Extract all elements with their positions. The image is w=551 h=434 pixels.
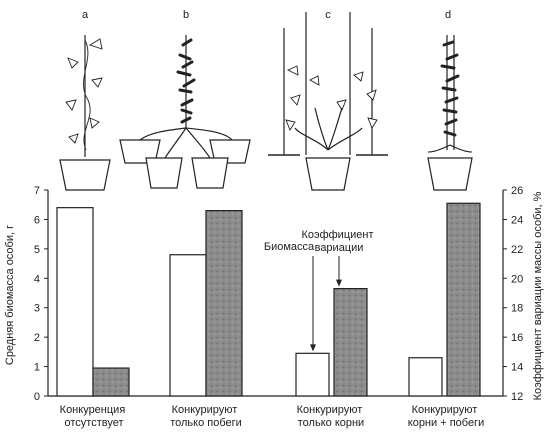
annotation-cv-line1: Коэффициент: [301, 229, 373, 241]
category-label-1: Конкуренция отсутствует: [60, 404, 129, 429]
y-axis-title-right: Коэффициент вариации массы особи, %: [532, 191, 544, 400]
category-label-2-line2: только побеги: [170, 417, 242, 429]
y-tick-label-left: 2: [34, 332, 40, 344]
annotation-arrow-biomass-head: [310, 344, 316, 352]
annotation-arrow-cv-head: [336, 279, 342, 287]
category-label-3-line1: Конкурируют: [297, 404, 363, 416]
bar-biomass: [408, 357, 443, 397]
annotation-cv-line2: вариации: [315, 242, 364, 254]
category-label-3-line2: только корни: [298, 417, 364, 429]
plant-illustration-a: [59, 35, 111, 191]
category-label-4-line2: корни + побеги: [408, 417, 484, 429]
y-tick-label-right: 14: [511, 362, 523, 374]
bar-coefficient-variation: [92, 367, 130, 397]
panel-letter-a: a: [82, 9, 89, 21]
bar-coefficient-variation: [333, 287, 368, 397]
annotations: Биомасса Коэффициент вариации: [264, 229, 376, 352]
y-tick-label-right: 26: [511, 185, 523, 197]
y-tick-label-left: 6: [34, 214, 40, 226]
y-tick-label-left: 0: [34, 391, 40, 403]
y-tick-label-right: 12: [511, 391, 523, 403]
plant-illustration-b: [119, 35, 251, 189]
y-tick-label-left: 7: [34, 185, 40, 197]
y-tick-label-right: 20: [511, 273, 523, 285]
panel-letter-b: b: [183, 9, 189, 21]
panel-letter-d: d: [445, 9, 451, 21]
bar-biomass: [295, 352, 330, 397]
y-tick-label-right: 24: [511, 214, 523, 226]
category-label-4-line1: Конкурируют: [412, 404, 478, 416]
category-label-1-line1: Конкуренция: [60, 404, 126, 416]
chart-bars: [56, 202, 481, 397]
bar-biomass: [169, 254, 207, 397]
annotation-arrows: [310, 256, 342, 352]
bar-biomass: [56, 207, 94, 397]
plant-illustration-c: [268, 12, 388, 191]
bar-coefficient-variation: [446, 202, 481, 397]
category-label-1-line2: отсутствует: [64, 417, 123, 429]
illustration-row: a b c: [59, 9, 473, 191]
y-axis-title-left: Средняя биомасса особи, г: [4, 225, 16, 365]
category-label-2-line1: Конкурируют: [172, 404, 238, 416]
plant-illustration-d: [427, 35, 473, 191]
y-tick-label-right: 18: [511, 303, 523, 315]
category-label-3: Конкурируют только корни: [297, 404, 366, 429]
y-tick-label-left: 5: [34, 244, 40, 256]
category-label-4: Конкурируют корни + побеги: [408, 404, 484, 429]
y-tick-label-right: 22: [511, 244, 523, 256]
panel-letter-c: c: [325, 9, 331, 21]
annotation-cv: Коэффициент вариации: [301, 229, 376, 254]
y-tick-label-right: 16: [511, 332, 523, 344]
category-labels: Конкуренция отсутствует Конкурируют толь…: [60, 404, 485, 429]
category-label-2: Конкурируют только побеги: [170, 404, 242, 429]
y-tick-label-left: 3: [34, 303, 40, 315]
bar-coefficient-variation: [205, 210, 243, 397]
annotation-biomass: Биомасса: [264, 241, 315, 253]
y-tick-label-left: 4: [34, 273, 40, 285]
y-tick-label-left: 1: [34, 362, 40, 374]
